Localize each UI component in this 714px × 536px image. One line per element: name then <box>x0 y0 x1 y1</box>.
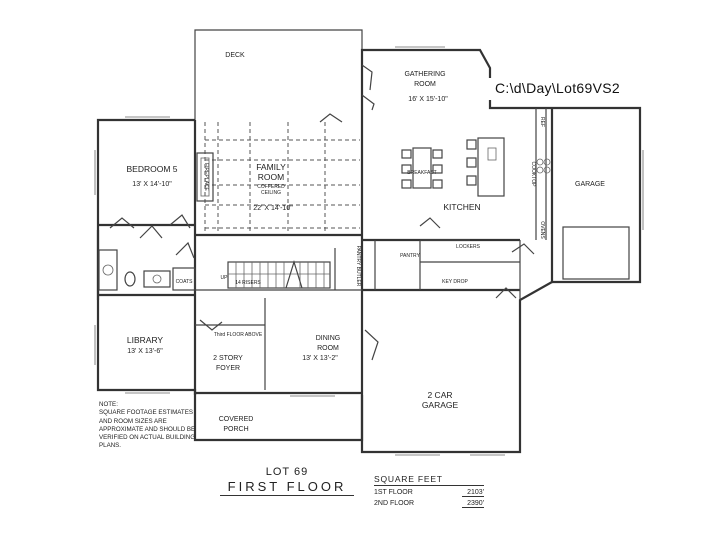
room-labels: DECK GATHERING ROOM 16' X 15'-10" BEDROO… <box>126 52 605 433</box>
bedroom-5-size: 13' X 14'-10" <box>132 181 172 188</box>
foyer-label: 2 STORY <box>213 355 243 362</box>
kitchen-label: KITCHEN <box>443 202 480 212</box>
library-size: 13' X 13'-6" <box>127 348 163 355</box>
first-floor-label: 1ST FLOOR <box>374 489 413 496</box>
breakfast-label: BREAKFAST <box>407 170 436 176</box>
staircase <box>227 248 336 290</box>
square-feet-row-2: 2ND FLOOR 2390' <box>374 500 484 508</box>
family-room-size: 22' X 14'-10" <box>253 205 293 212</box>
coffered-ceiling-grid <box>196 122 360 232</box>
kitchen-fixtures <box>401 137 630 280</box>
family-room-note-2: CEILING <box>261 190 281 196</box>
ovens-label: OVENS <box>539 221 545 239</box>
exterior-walls <box>96 29 642 454</box>
square-feet-table: SQUARE FEET 1ST FLOOR 2103' 2ND FLOOR 23… <box>374 474 484 511</box>
two-car-garage-label-2: GARAGE <box>422 400 459 410</box>
dining-room-size: 13' X 13'-2" <box>302 355 338 362</box>
ref-label: REF <box>539 117 545 127</box>
door-swings <box>109 64 535 361</box>
two-car-garage-label: 2 CAR <box>427 390 452 400</box>
floor-title: FIRST FLOOR <box>227 479 347 494</box>
dining-room-label: DINING <box>316 335 341 342</box>
pantry-label: PANTRY <box>400 253 420 259</box>
key-drop-label: KEY DROP <box>442 279 468 285</box>
family-room-label: FAMILY <box>256 162 286 172</box>
file-path-label: C:\d\Day\Lot69VS2 <box>493 80 622 96</box>
gathering-room-size: 16' X 15'-10" <box>408 96 448 103</box>
open-above-note: Third FLOOR ABOVE <box>214 332 263 338</box>
covered-porch-label: COVERED <box>219 416 254 423</box>
dining-room-label-2: ROOM <box>317 345 339 352</box>
square-feet-row-1: 1ST FLOOR 2103' <box>374 489 484 497</box>
fireplace-label: FIREPLACE <box>203 163 209 191</box>
family-room-note: COFFERED <box>257 184 285 190</box>
library-label: LIBRARY <box>127 335 164 345</box>
gathering-room-label-2: ROOM <box>414 81 436 88</box>
stair-up-label: UP <box>221 275 229 281</box>
deck-label: DECK <box>225 52 245 59</box>
lot-number: LOT 69 <box>265 466 309 478</box>
garage-label: GARAGE <box>575 181 605 188</box>
family-room-label-2: ROOM <box>258 172 284 182</box>
covered-porch-label-2: PORCH <box>223 426 248 433</box>
cooktop-label: COOKTOP <box>530 162 536 188</box>
disclaimer-note: NOTE: SQUARE FOOTAGE ESTIMATES AND ROOM … <box>99 401 199 451</box>
gathering-room-label: GATHERING <box>404 71 445 78</box>
title-underline <box>220 495 354 496</box>
first-floor-value: 2103' <box>462 489 484 497</box>
interior-walls <box>98 108 547 395</box>
note-body: SQUARE FOOTAGE ESTIMATES AND ROOM SIZES … <box>99 409 196 450</box>
windows <box>94 46 644 456</box>
second-floor-label: 2ND FLOOR <box>374 500 415 507</box>
butler-pantry-label: PANTRY BUTLER <box>355 246 361 287</box>
second-floor-value: 2390' <box>462 500 484 508</box>
note-title: NOTE: <box>99 401 118 408</box>
lockers-label: LOCKERS <box>456 244 481 250</box>
square-feet-title: SQUARE FEET <box>374 474 484 486</box>
stair-risers-label: 14 RISERS <box>235 280 261 286</box>
bedroom-5-label: BEDROOM 5 <box>126 164 177 174</box>
coats-label: COATS <box>176 279 194 285</box>
title-block: LOT 69 FIRST FLOOR <box>218 466 356 496</box>
foyer-label-2: FOYER <box>216 365 240 372</box>
